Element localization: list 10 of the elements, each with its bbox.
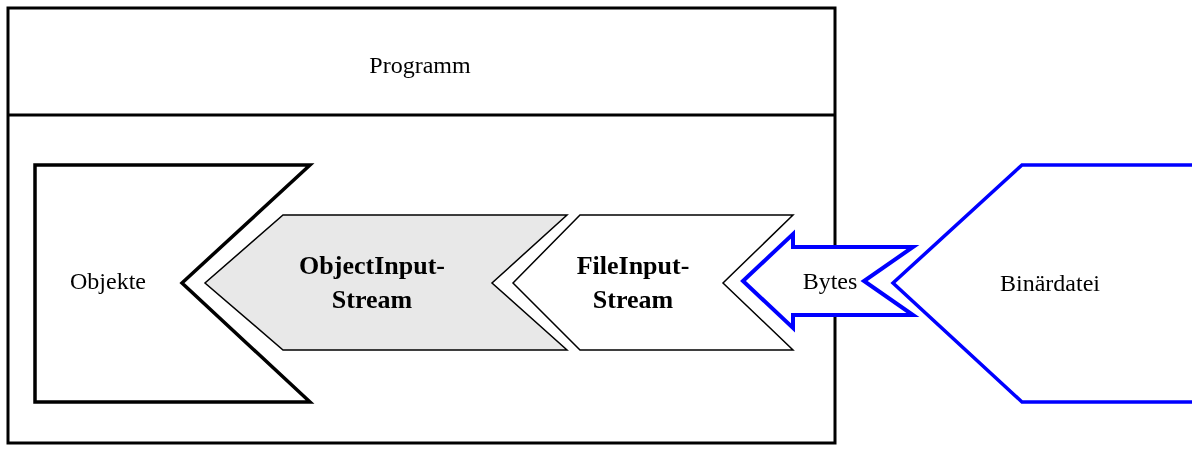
node-label: Programm	[369, 51, 471, 80]
node-label: FileInput- Stream	[576, 250, 690, 316]
chevron-shape	[511, 213, 795, 352]
node-label: Objekte	[70, 267, 146, 296]
chevron-shape	[203, 213, 569, 352]
arrow-shape	[739, 230, 917, 332]
node-label: ObjectInput- Stream	[299, 250, 445, 316]
node-label: Bytes	[802, 267, 858, 296]
pentagon-shape	[889, 161, 1192, 406]
node-label: Binärdatei	[1000, 269, 1100, 298]
